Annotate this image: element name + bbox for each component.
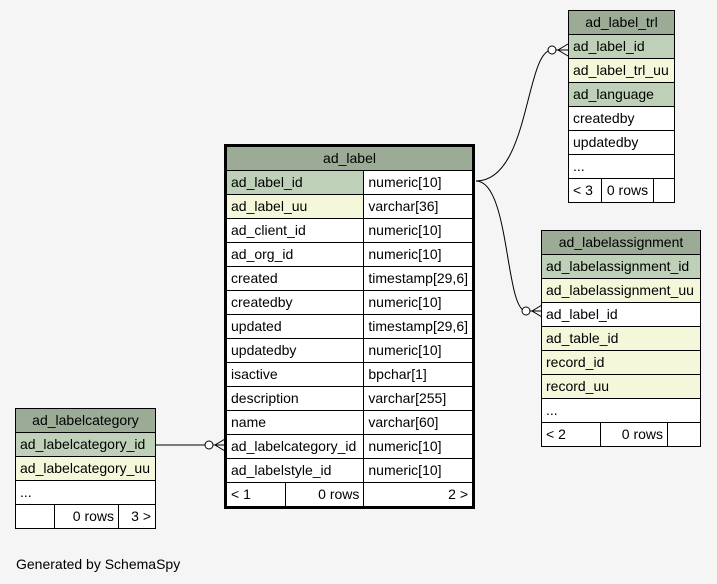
relation-ad-labelassignment-origin — [521, 306, 531, 316]
column-type: numeric[10] — [363, 290, 474, 315]
table-title[interactable]: ad_label_trl — [568, 10, 675, 35]
column-type: numeric[10] — [363, 170, 474, 195]
column-name: ad_org_id — [224, 242, 365, 267]
column-name: ad_labelstyle_id — [224, 458, 365, 483]
footer-children — [653, 178, 675, 203]
column-type: varchar[60] — [363, 410, 474, 435]
table-title[interactable]: ad_labelcategory — [15, 408, 156, 433]
column-name: ad_label_uu — [224, 194, 365, 219]
crowfoot-ad-label-trl — [557, 43, 569, 57]
footer-children: 3 > — [118, 504, 156, 529]
footer-parents — [15, 504, 55, 529]
table-ad-labelcategory[interactable]: ad_labelcategory ad_labelcategory_id ad_… — [15, 408, 156, 529]
column-type: numeric[10] — [363, 434, 474, 459]
column-type: numeric[10] — [363, 338, 474, 363]
footer-parents: < 3 — [568, 178, 602, 203]
column-name: description — [224, 386, 365, 411]
column-ad-labelcategory-uu: ad_labelcategory_uu — [15, 456, 156, 481]
column-ad-label-id: ad_label_id — [541, 302, 701, 327]
column-more: ... — [568, 154, 675, 179]
footer-rows: 0 rows — [601, 178, 654, 203]
column-name: ad_label_id — [224, 170, 365, 195]
column-createdby: createdby — [568, 106, 675, 131]
column-updatedby: updatedby — [568, 130, 675, 155]
column-type: numeric[10] — [363, 458, 474, 483]
column-more: ... — [541, 398, 701, 423]
column-ad-labelassignment-id: ad_labelassignment_id — [541, 254, 701, 279]
footer-parents: < 1 — [225, 482, 286, 508]
column-type: timestamp[29,6] — [363, 314, 474, 339]
relation-ad-labelcategory-origin — [204, 440, 214, 450]
footer-rows: 0 rows — [284, 482, 365, 508]
relation-ad-labelassignment — [475, 180, 542, 312]
column-name: created — [224, 266, 365, 291]
table-ad-labelassignment[interactable]: ad_labelassignment ad_labelassignment_id… — [541, 230, 701, 447]
column-name: name — [224, 410, 365, 435]
footer-parents: < 2 — [541, 422, 601, 447]
column-type: varchar[36] — [363, 194, 474, 219]
column-type: bpchar[1] — [363, 362, 474, 387]
column-type: varchar[255] — [363, 386, 474, 411]
column-more: ... — [15, 480, 156, 505]
column-name: ad_labelcategory_id — [224, 434, 365, 459]
column-record-id: record_id — [541, 350, 701, 375]
footer-children: 2 > — [363, 482, 474, 508]
column-name: createdby — [224, 290, 365, 315]
relation-ad-label-trl — [475, 49, 568, 182]
column-ad-language: ad_language — [568, 82, 675, 107]
column-ad-label-trl-uu: ad_label_trl_uu — [568, 58, 675, 83]
footer-children — [667, 422, 701, 447]
column-type: numeric[10] — [363, 242, 474, 267]
column-ad-labelcategory-id: ad_labelcategory_id — [15, 432, 156, 457]
footer-rows: 0 rows — [600, 422, 668, 447]
column-ad-label-id: ad_label_id — [568, 34, 675, 59]
column-name: updated — [224, 314, 365, 339]
table-title[interactable]: ad_labelassignment — [541, 230, 701, 255]
column-record-uu: record_uu — [541, 374, 701, 399]
column-ad-table-id: ad_table_id — [541, 326, 701, 351]
generated-by-credit: Generated by SchemaSpy — [16, 556, 181, 572]
table-ad-label-trl[interactable]: ad_label_trl ad_label_id ad_label_trl_uu… — [568, 10, 675, 203]
relation-ad-label-trl-origin — [547, 45, 557, 55]
column-name: updatedby — [224, 338, 365, 363]
column-type: timestamp[29,6] — [363, 266, 474, 291]
column-ad-labelassignment-uu: ad_labelassignment_uu — [541, 278, 701, 303]
footer-rows: 0 rows — [54, 504, 119, 529]
column-name: ad_client_id — [224, 218, 365, 243]
table-title[interactable]: ad_label — [225, 145, 474, 171]
column-name: isactive — [224, 362, 365, 387]
column-type: numeric[10] — [363, 218, 474, 243]
